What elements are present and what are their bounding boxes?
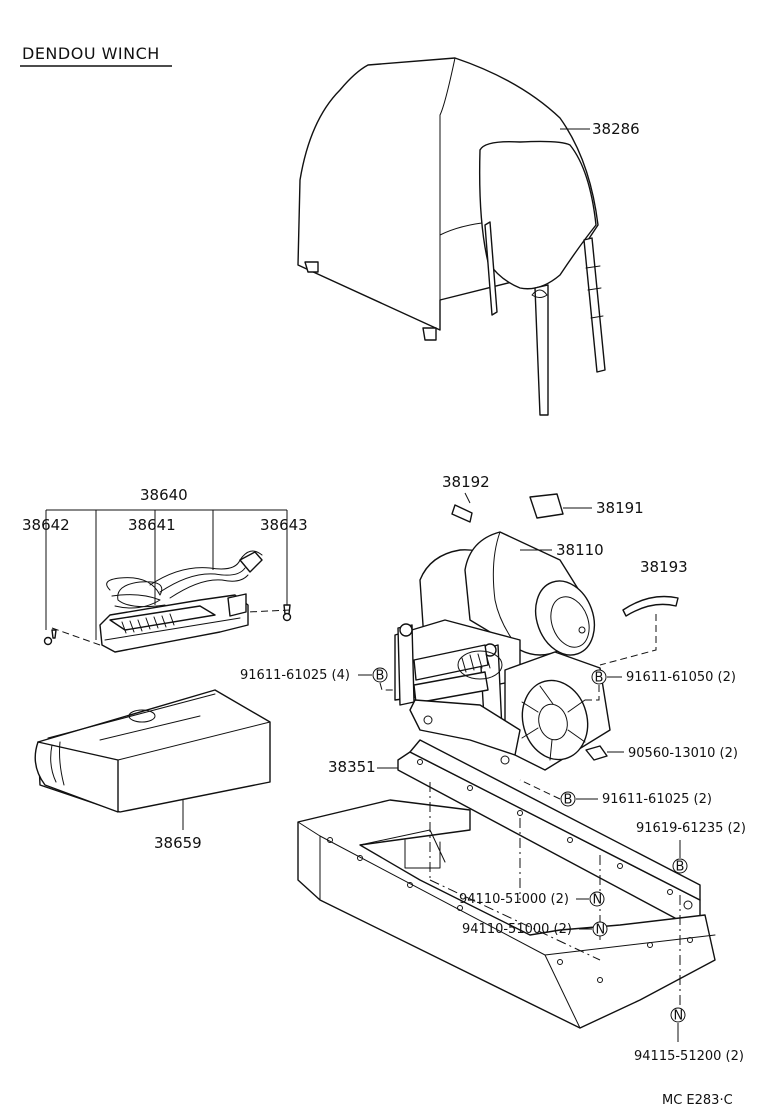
clip-part bbox=[585, 745, 608, 761]
callout-b-right-letter: B bbox=[595, 671, 604, 686]
label-controller-set: 38640 bbox=[140, 486, 188, 504]
callout-b-far-right-letter: B bbox=[676, 860, 685, 875]
label-case: 38659 bbox=[154, 834, 202, 852]
label-bolt-d: 91619-61235 (2) bbox=[636, 821, 746, 836]
mounting-rail-illustration bbox=[397, 739, 701, 926]
callout-b-lower bbox=[560, 791, 576, 807]
controller-illustration bbox=[43, 550, 292, 653]
label-bolt-b: 91611-61050 (2) bbox=[626, 670, 736, 685]
callout-n-lower-letter: N bbox=[596, 923, 606, 938]
callout-b-lower-letter: B bbox=[564, 793, 573, 808]
callout-n-lower bbox=[592, 921, 608, 937]
case-illustration bbox=[34, 689, 271, 813]
vehicle-frame-illustration bbox=[297, 799, 716, 1029]
label-controller-bolt-right: 38643 bbox=[260, 516, 308, 534]
winch-motor-illustration bbox=[394, 531, 611, 771]
label-bolt-c: 91611-61025 (2) bbox=[602, 792, 712, 807]
label-controller: 38641 bbox=[128, 516, 176, 534]
label-clip: 90560-13010 (2) bbox=[628, 746, 738, 761]
label-nut-c: 94115-51200 (2) bbox=[634, 1049, 744, 1064]
callout-b-right bbox=[591, 669, 607, 685]
callout-b-far-right bbox=[672, 858, 688, 874]
label-bolt-a: 91611-61025 (4) bbox=[240, 668, 350, 683]
callout-b-left-letter: B bbox=[376, 669, 385, 684]
label-controller-bolt-left: 38642 bbox=[22, 516, 70, 534]
label-label-curved: 38193 bbox=[640, 558, 688, 576]
label-cover: 38286 bbox=[592, 120, 640, 138]
label-label-small: 38192 bbox=[442, 473, 490, 491]
diagram-title: DENDOU WINCH bbox=[22, 44, 160, 63]
callout-n-upper-letter: N bbox=[593, 893, 603, 908]
label-bracket: 38351 bbox=[328, 758, 376, 776]
callout-n-bottom-letter: N bbox=[674, 1009, 684, 1024]
label-plate-sticker bbox=[529, 493, 564, 519]
label-small-sticker bbox=[451, 504, 473, 523]
label-curved-sticker bbox=[622, 595, 679, 617]
callout-n-bottom bbox=[670, 1007, 686, 1023]
label-label-plate: 38191 bbox=[596, 499, 644, 517]
callout-b-left bbox=[372, 667, 388, 683]
drawing-code: MC E283·C bbox=[662, 1093, 733, 1108]
label-nut-b: 94110-51000 (2) bbox=[462, 922, 572, 937]
label-nut-a: 94110-51000 (2) bbox=[459, 892, 569, 907]
callout-n-upper bbox=[589, 891, 605, 907]
winch-cover-illustration bbox=[297, 57, 606, 416]
label-motor-assy: 38110 bbox=[556, 541, 604, 559]
